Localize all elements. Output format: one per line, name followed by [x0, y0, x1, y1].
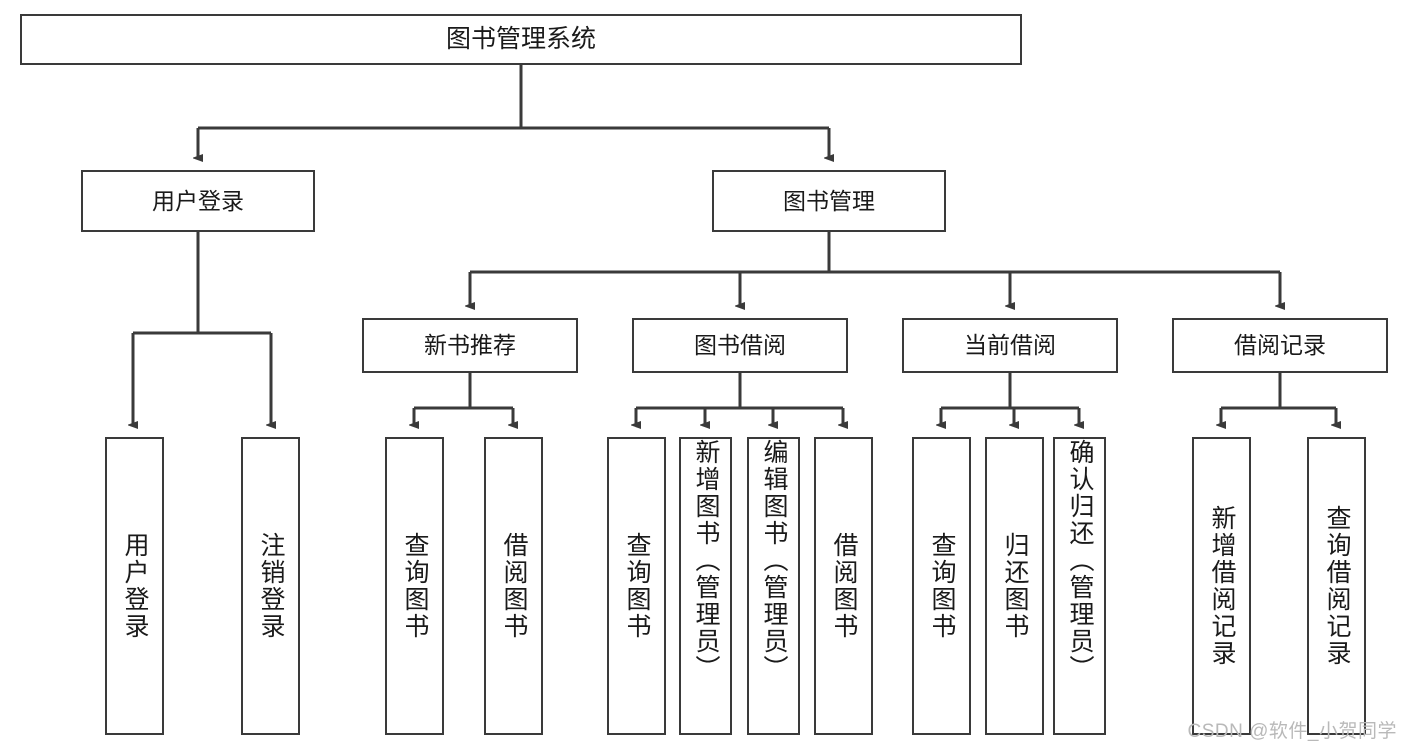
node-leaf-confirm-return-admin[interactable]: 确认归还（管理员） — [1053, 437, 1106, 735]
node-book-manage-label: 图书管理 — [783, 187, 875, 214]
node-leaf-add-borrow-record[interactable]: 新增借阅记录 — [1192, 437, 1251, 735]
node-user-login[interactable]: 用户登录 — [81, 170, 315, 232]
node-leaf-query-book-1-label: 查询图书 — [401, 532, 429, 640]
node-leaf-return-book-label: 归还图书 — [1001, 532, 1029, 640]
node-leaf-add-book-admin[interactable]: 新增图书（管理员） — [679, 437, 732, 735]
node-book-borrow[interactable]: 图书借阅 — [632, 318, 848, 373]
node-root[interactable]: 图书管理系统 — [20, 14, 1022, 65]
node-leaf-query-book-2-label: 查询图书 — [623, 532, 651, 640]
node-leaf-confirm-return-admin-label: 确认归还（管理员） — [1066, 439, 1094, 682]
node-leaf-borrow-book-2[interactable]: 借阅图书 — [814, 437, 873, 735]
node-leaf-user-login[interactable]: 用户登录 — [105, 437, 164, 735]
node-user-login-label: 用户登录 — [152, 187, 244, 214]
node-leaf-query-book-3[interactable]: 查询图书 — [912, 437, 971, 735]
node-leaf-query-borrow-record-label: 查询借阅记录 — [1323, 505, 1351, 667]
node-leaf-user-login-label: 用户登录 — [121, 532, 149, 640]
node-borrow-record-label: 借阅记录 — [1234, 332, 1326, 358]
node-leaf-return-book[interactable]: 归还图书 — [985, 437, 1044, 735]
node-leaf-query-borrow-record[interactable]: 查询借阅记录 — [1307, 437, 1366, 735]
node-leaf-query-book-2[interactable]: 查询图书 — [607, 437, 666, 735]
node-leaf-add-book-admin-label: 新增图书（管理员） — [692, 439, 720, 682]
node-leaf-edit-book-admin[interactable]: 编辑图书（管理员） — [747, 437, 800, 735]
node-leaf-logout-login-label: 注销登录 — [257, 532, 285, 640]
watermark: CSDN @软件_小贺同学 — [1187, 721, 1397, 742]
node-current-borrow[interactable]: 当前借阅 — [902, 318, 1118, 373]
node-book-manage[interactable]: 图书管理 — [712, 170, 946, 232]
node-leaf-query-book-3-label: 查询图书 — [928, 532, 956, 640]
node-book-borrow-label: 图书借阅 — [694, 332, 786, 358]
node-new-book-recommend-label: 新书推荐 — [424, 332, 516, 358]
node-new-book-recommend[interactable]: 新书推荐 — [362, 318, 578, 373]
node-leaf-edit-book-admin-label: 编辑图书（管理员） — [760, 439, 788, 682]
node-leaf-add-borrow-record-label: 新增借阅记录 — [1208, 505, 1236, 667]
node-root-label: 图书管理系统 — [445, 25, 596, 53]
node-leaf-borrow-book-2-label: 借阅图书 — [830, 532, 858, 640]
node-leaf-query-book-1[interactable]: 查询图书 — [385, 437, 444, 735]
node-current-borrow-label: 当前借阅 — [964, 332, 1056, 358]
node-leaf-borrow-book-1[interactable]: 借阅图书 — [484, 437, 543, 735]
node-leaf-borrow-book-1-label: 借阅图书 — [500, 532, 528, 640]
node-borrow-record[interactable]: 借阅记录 — [1172, 318, 1388, 373]
node-leaf-logout-login[interactable]: 注销登录 — [241, 437, 300, 735]
